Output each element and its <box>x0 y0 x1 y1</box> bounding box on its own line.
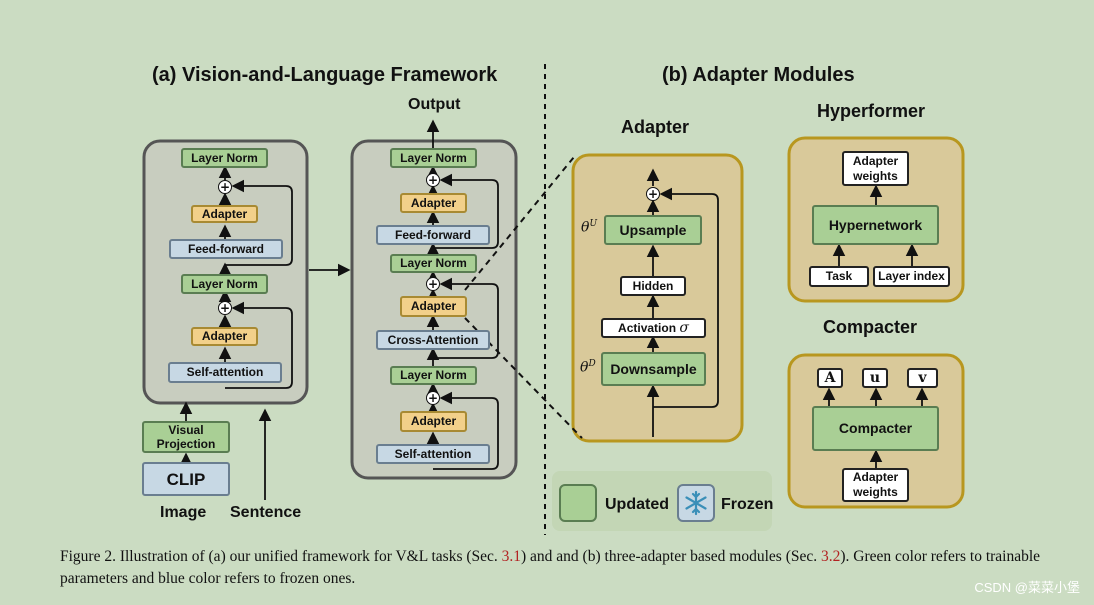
panel-b-title: (b) Adapter Modules <box>662 64 855 86</box>
hidden-box: Hidden <box>620 276 686 296</box>
visual-projection-box: Visual Projection <box>142 421 230 453</box>
panel-a-title: (a) Vision-and-Language Framework <box>152 64 498 86</box>
residual-add-icon: + <box>426 277 440 291</box>
residual-add-icon: + <box>426 173 440 187</box>
compacter-adapter-weights-box: Adapter weights <box>842 468 909 502</box>
caption-text: Figure 2. Illustration of (a) our unifie… <box>60 548 502 565</box>
downsample-box: Downsample <box>601 352 706 386</box>
adapter-box-3: Adapter <box>400 411 467 432</box>
residual-add-icon: + <box>218 301 232 315</box>
caption-section-link[interactable]: 3.2 <box>821 548 841 565</box>
compacter-title: Compacter <box>823 317 918 337</box>
compacter-box: Compacter <box>812 406 939 451</box>
image-label: Image <box>160 504 207 521</box>
hyperformer-adapter-weights-box: Adapter weights <box>842 151 909 186</box>
vector-u-box: u <box>862 368 888 388</box>
zoom-line-top <box>464 156 575 291</box>
layer-index-box: Layer index <box>873 266 950 287</box>
self-attention-box-left: Self-attention <box>168 362 282 383</box>
layer-norm-1: Layer Norm <box>390 148 477 168</box>
output-label: Output <box>408 96 461 113</box>
legend-updated-swatch <box>559 484 597 522</box>
residual-add-icon: + <box>646 187 660 201</box>
layer-norm-3: Layer Norm <box>390 366 477 385</box>
hypernetwork-box: Hypernetwork <box>812 205 939 245</box>
layer-norm-2: Layer Norm <box>390 254 477 273</box>
hyperformer-title: Hyperformer <box>817 101 926 121</box>
legend-updated-label: Updated <box>605 496 669 513</box>
activation-box: Activation σ <box>601 318 706 338</box>
layer-norm-top-left: Layer Norm <box>181 148 268 168</box>
upsample-box: Upsample <box>604 215 702 245</box>
caption-text: ) and and (b) three-adapter based module… <box>521 548 821 565</box>
watermark: CSDN @菜菜小堡 <box>974 580 1080 595</box>
residual-add-icon: + <box>426 391 440 405</box>
residual-add-icon: + <box>218 180 232 194</box>
snowflake-icon <box>677 484 715 522</box>
clip-box: CLIP <box>142 462 230 496</box>
vector-v-box: v <box>907 368 938 388</box>
matrix-a-box: A <box>817 368 843 388</box>
caption-text: ). Green color refers to trainable param… <box>60 548 1041 587</box>
theta-d-symbol: θD <box>580 359 596 376</box>
legend-frozen-label: Frozen <box>721 496 774 513</box>
legend-frame <box>552 471 772 531</box>
self-attention-box-right: Self-attention <box>376 444 490 464</box>
adapter-box-left-bottom: Adapter <box>191 327 258 346</box>
adapter-box-1: Adapter <box>400 193 467 213</box>
feed-forward-box: Feed-forward <box>169 239 283 259</box>
task-box: Task <box>809 266 869 287</box>
figure: (a) Vision-and-Language Framework (b) Ad… <box>142 64 965 535</box>
cross-attention-box: Cross-Attention <box>376 330 490 350</box>
adapter-box-2: Adapter <box>400 296 467 317</box>
adapter-box-left-top: Adapter <box>191 205 258 223</box>
feed-forward-box-right: Feed-forward <box>376 225 490 245</box>
sentence-label: Sentence <box>230 504 302 521</box>
layer-norm-mid-left: Layer Norm <box>181 274 268 294</box>
theta-u-symbol: θU <box>581 219 598 236</box>
figure-caption: Figure 2. Illustration of (a) our unifie… <box>60 546 1060 590</box>
caption-section-link[interactable]: 3.1 <box>501 548 522 565</box>
adapter-title: Adapter <box>621 117 690 137</box>
